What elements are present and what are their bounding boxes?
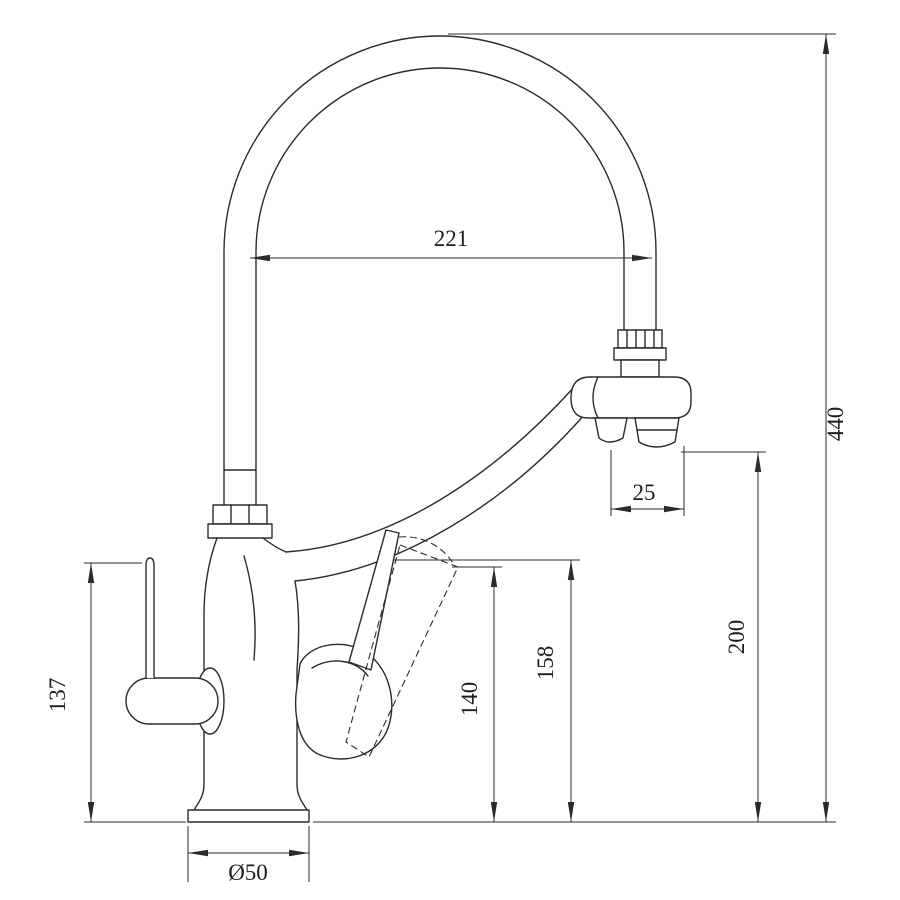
spray-nozzle-left: [594, 417, 628, 443]
left-handle-stem: [145, 557, 155, 678]
dimension-158: 158: [394, 559, 580, 822]
lever-blade: [348, 529, 400, 671]
dimension-25: 25: [610, 446, 685, 516]
lever-mount-arc: [311, 660, 369, 677]
body-right-upper-edge: [262, 537, 287, 553]
dimension-137: 137: [45, 562, 186, 823]
lever-mount: [294, 643, 393, 760]
dim-label-50: Ø50: [228, 860, 268, 885]
spray-connector-ridges: [626, 329, 655, 349]
lever-rotation-arc: [398, 536, 454, 564]
hose-nut: [212, 504, 268, 525]
dim-label-137: 137: [45, 678, 70, 713]
left-handle-grip: [125, 677, 219, 725]
right-lever: [294, 529, 459, 760]
faucet-body: [187, 537, 310, 823]
dim-label-200: 200: [724, 620, 749, 655]
base-plinth: [187, 809, 310, 823]
dimension-221: 221: [250, 226, 652, 262]
spray-connector-top: [617, 329, 663, 349]
spray-connector-neck: [620, 359, 660, 378]
spray-head-cap-line: [592, 376, 599, 419]
spray-connector-collar: [613, 347, 667, 361]
dimension-50: Ø50: [187, 826, 310, 885]
dim-label-140: 140: [457, 682, 482, 717]
dim-label-158: 158: [533, 646, 558, 681]
hose-inner-line: [255, 67, 625, 506]
spout-lower-line: [294, 413, 586, 582]
hose-nut-facets: [230, 504, 250, 525]
left-handle: [125, 557, 225, 735]
dim-label-440: 440: [823, 407, 848, 442]
body-right-lower-edge: [294, 580, 308, 811]
hose-collar: [207, 523, 273, 539]
body-inner-bore: [243, 555, 256, 661]
lever-blade-dashed: [345, 544, 459, 758]
spout-upper-line: [285, 385, 576, 553]
dimension-440: 440: [313, 33, 848, 823]
dim-label-221: 221: [434, 226, 469, 251]
spray-head: [570, 329, 692, 448]
body-left-edge: [193, 537, 218, 811]
gooseneck-hose: [207, 35, 657, 539]
spray-nozzle-right: [634, 417, 680, 448]
dimension-200: 200: [681, 451, 766, 822]
dim-label-25: 25: [633, 480, 656, 505]
spout-arm: [285, 385, 586, 582]
hose-outer-line: [223, 35, 657, 506]
spray-head-body: [570, 376, 692, 419]
dimension-140: 140: [452, 566, 502, 822]
